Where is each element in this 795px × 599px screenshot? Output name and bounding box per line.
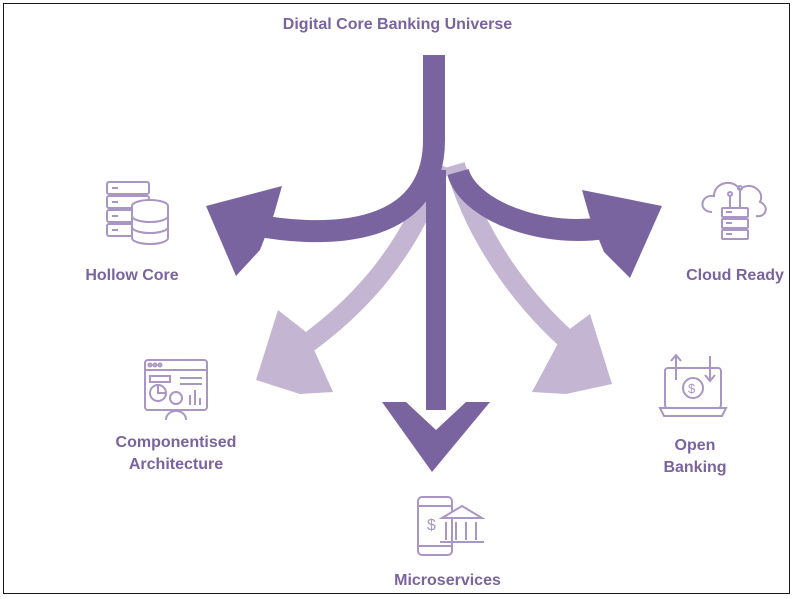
label-cloud-ready: Cloud Ready bbox=[686, 267, 784, 284]
label-componentised: Componentised Architecture bbox=[106, 432, 246, 476]
label-componentised-line1: Componentised bbox=[115, 434, 237, 451]
label-open-banking-line2: Banking bbox=[663, 459, 727, 476]
arrow-hollow-core bbox=[206, 55, 445, 276]
label-hollow-core: Hollow Core bbox=[85, 267, 179, 284]
server-database-icon bbox=[106, 181, 169, 245]
arrow-microservices bbox=[382, 170, 490, 472]
cloud-server-icon bbox=[701, 181, 767, 240]
svg-text:$: $ bbox=[427, 517, 436, 534]
label-open-banking: Open Banking bbox=[650, 435, 740, 479]
mobile-bank-icon: $ bbox=[417, 496, 486, 556]
label-open-banking-line1: Open bbox=[674, 437, 716, 454]
svg-text:$: $ bbox=[688, 381, 696, 396]
label-componentised-line2: Architecture bbox=[128, 456, 224, 473]
arrow-cloud-ready bbox=[447, 167, 662, 278]
diagram-frame bbox=[3, 3, 790, 594]
dashboard-user-icon bbox=[144, 359, 208, 421]
label-microservices: Microservices bbox=[394, 572, 501, 589]
diagram-title: Digital Core Banking Universe bbox=[282, 16, 513, 33]
laptop-dollar-icon: $ bbox=[658, 353, 728, 417]
